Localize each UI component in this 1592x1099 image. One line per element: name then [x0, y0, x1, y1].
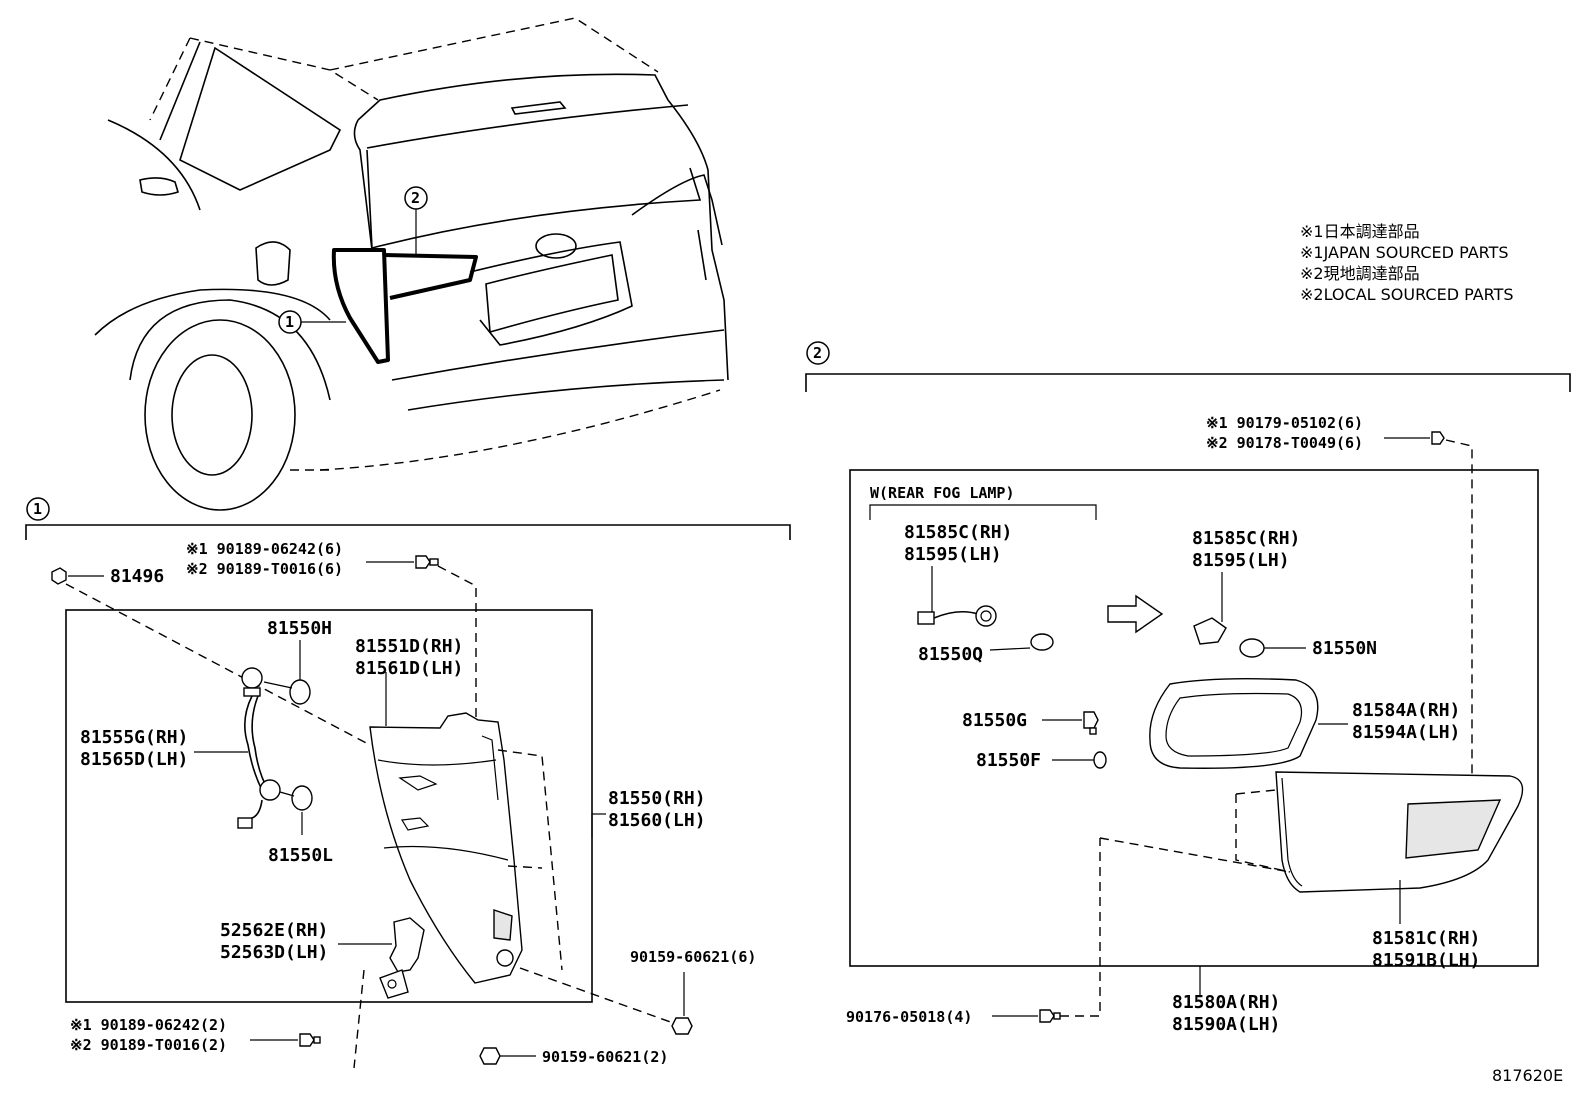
label-81496: 81496 — [110, 566, 164, 587]
label-screw-top-2: ※2 90178-T0049(6) — [1206, 434, 1363, 452]
label-sock-81585c-rh: 81585C(RH) — [1192, 528, 1300, 549]
vehicle-rear-illustration — [94, 17, 729, 511]
label-fog-81585c-rh: 81585C(RH) — [904, 522, 1012, 543]
label-screw-90176: 90176-05018(4) — [846, 1008, 972, 1026]
label-81594a-lh: 81594A(LH) — [1352, 722, 1460, 743]
callout-2-section: 2 — [813, 344, 822, 362]
clip-81496 — [51, 567, 104, 585]
label-81550h: 81550H — [267, 618, 332, 639]
wire-harness-81555g — [194, 640, 313, 835]
callout-1-section: 1 — [33, 500, 42, 518]
section-2-frame — [805, 341, 1571, 967]
label-81555g-rh: 81555G(RH) — [80, 727, 188, 748]
label-81561d-lh: 81561D(LH) — [355, 658, 463, 679]
screw-icon-bottom — [992, 838, 1101, 1023]
label-52563d-lh: 52563D(LH) — [220, 942, 328, 963]
label-nut-90159-6: 90159-60621(6) — [630, 948, 756, 966]
bracket-52562e — [338, 917, 425, 1069]
label-81580a-rh: 81580A(RH) — [1172, 992, 1280, 1013]
socket-81585c — [1193, 572, 1306, 658]
label-81584a-rh: 81584A(RH) — [1352, 700, 1460, 721]
label-rear-fog-lamp: W(REAR FOG LAMP) — [870, 484, 1015, 502]
bolt-icon-bottom — [250, 1033, 321, 1047]
note-2-english: ※2LOCAL SOURCED PARTS — [1300, 285, 1514, 304]
label-sock-81595-lh: 81595(LH) — [1192, 550, 1290, 571]
label-fog-81595-lh: 81595(LH) — [904, 544, 1002, 565]
label-81560-lh: 81560(LH) — [608, 810, 706, 831]
back-door-lamp-81581c — [1099, 771, 1524, 924]
bolt-icon-top — [366, 555, 477, 718]
label-81550f: 81550F — [976, 750, 1041, 771]
figure-code: 817620E — [1492, 1066, 1563, 1085]
bulb-81550f — [1052, 751, 1107, 769]
screw-icon-top — [1384, 431, 1473, 830]
label-81550l: 81550L — [268, 845, 333, 866]
label-81590a-lh: 81590A(LH) — [1172, 1014, 1280, 1035]
label-81550g: 81550G — [962, 710, 1027, 731]
arrow-icon — [1107, 594, 1164, 634]
bulb-81550g — [1042, 711, 1099, 735]
callout-1-vehicle: 1 — [285, 313, 294, 331]
nut-icon-bottom — [479, 1047, 536, 1065]
label-81550q: 81550Q — [918, 644, 983, 665]
note-1-english: ※1JAPAN SOURCED PARTS — [1300, 243, 1509, 262]
label-81550-rh: 81550(RH) — [608, 788, 706, 809]
gasket-81584a — [1149, 677, 1348, 769]
rear-combination-lamp — [369, 672, 677, 1025]
fog-socket-harness — [917, 566, 1054, 651]
label-nut-90159-2: 90159-60621(2) — [542, 1048, 668, 1066]
label-screw-top-1: ※1 90179-05102(6) — [1206, 414, 1363, 432]
label-bolt-bot-1: ※1 90189-06242(2) — [70, 1016, 227, 1034]
label-52562e-rh: 52562E(RH) — [220, 920, 328, 941]
note-1-japanese: ※1日本調達部品 — [1300, 222, 1420, 241]
label-81550n: 81550N — [1312, 638, 1377, 659]
callout-2-vehicle: 2 — [411, 189, 420, 207]
section-1-frame — [25, 497, 791, 1003]
nut-icon-right — [671, 972, 693, 1035]
label-81565d-lh: 81565D(LH) — [80, 749, 188, 770]
rear-fog-lamp-group — [869, 504, 1097, 520]
label-81551d-rh: 81551D(RH) — [355, 636, 463, 657]
label-bolt-top-1: ※1 90189-06242(6) — [186, 540, 343, 558]
note-2-japanese: ※2現地調達部品 — [1300, 264, 1420, 283]
label-81591b-lh: 81591B(LH) — [1372, 950, 1480, 971]
label-81581c-rh: 81581C(RH) — [1372, 928, 1480, 949]
label-bolt-top-2: ※2 90189-T0016(6) — [186, 560, 343, 578]
label-bolt-bot-2: ※2 90189-T0016(2) — [70, 1036, 227, 1054]
